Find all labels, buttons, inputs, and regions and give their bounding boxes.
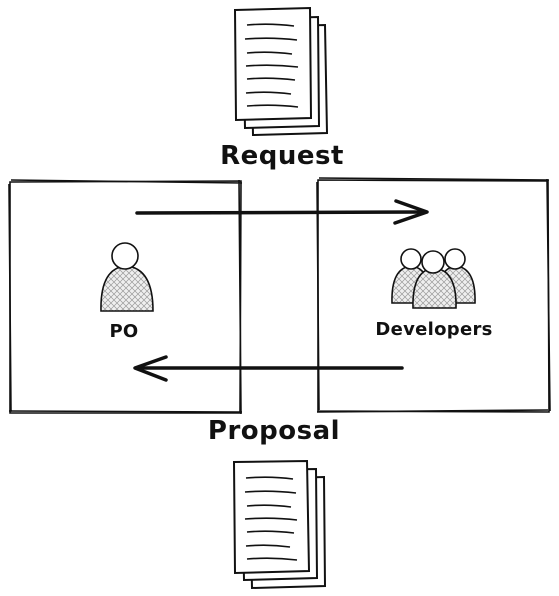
proposal-document-icon — [232, 459, 327, 590]
request-label: Request — [220, 141, 344, 171]
developers-group-icon — [391, 248, 476, 309]
po-label: PO — [109, 321, 138, 342]
proposal-arrow — [133, 355, 404, 382]
request-arrow — [135, 199, 429, 225]
request-document-icon — [233, 6, 329, 137]
developers-label: Developers — [375, 319, 492, 340]
po-box — [8, 179, 243, 415]
proposal-label: Proposal — [208, 416, 340, 446]
po-person-icon — [100, 242, 154, 312]
developers-box — [316, 177, 551, 413]
